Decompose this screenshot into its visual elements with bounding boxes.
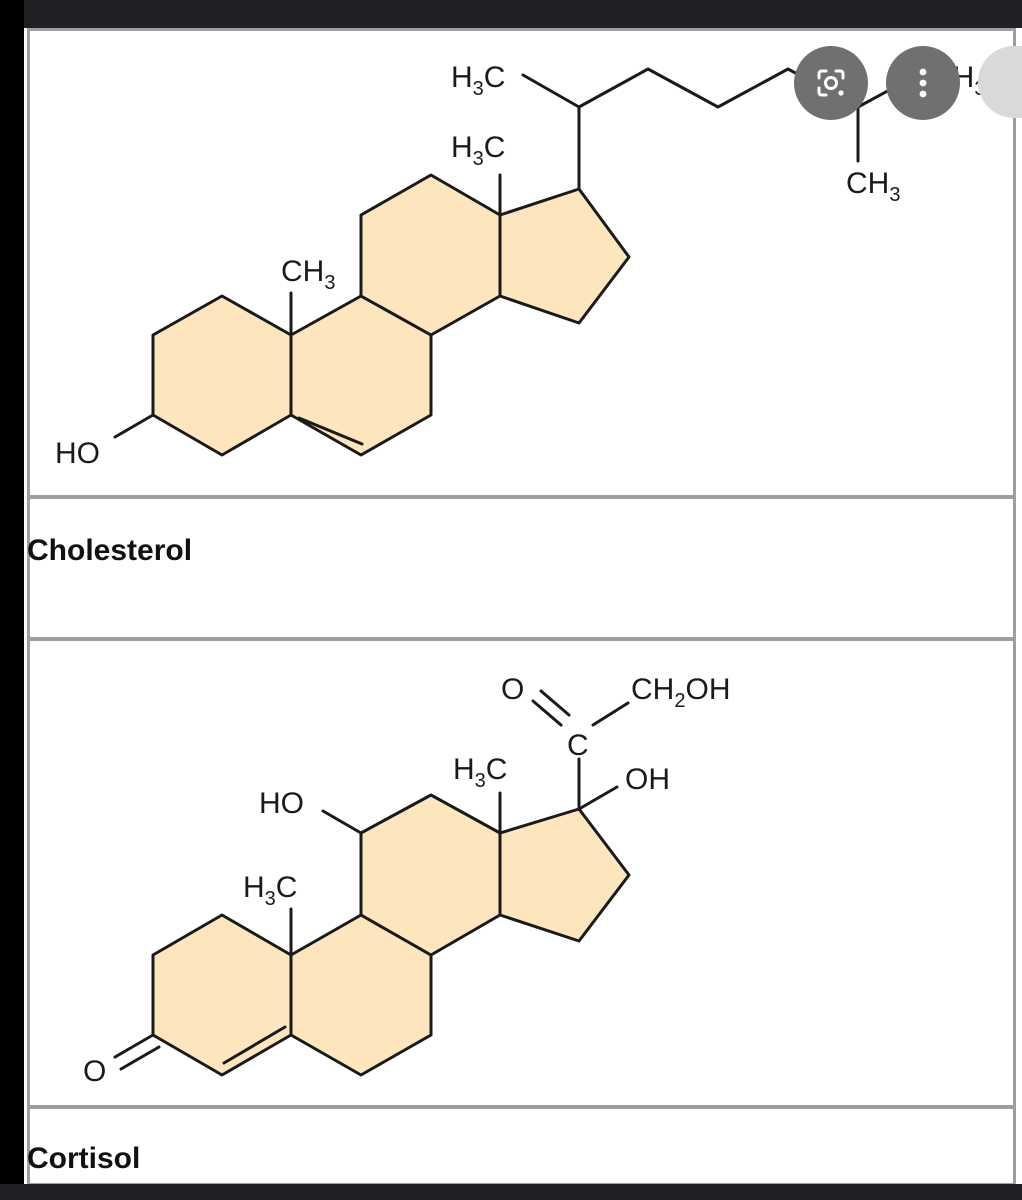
ch2oh-label: CH2OH xyxy=(631,673,730,712)
cholesterol-caption: Cholesterol xyxy=(27,534,193,567)
h3c-c13-label: H3C xyxy=(453,753,507,792)
svg-text:CH2OH: CH2OH xyxy=(631,673,730,712)
top-bar xyxy=(0,0,1022,28)
cortisol-structure: O C CH2OH OH H3C HO H3C O xyxy=(83,673,730,1088)
svg-text:H3C: H3C xyxy=(453,753,507,792)
svg-text:O: O xyxy=(501,673,524,706)
carbonyl-c-label: C xyxy=(567,729,589,762)
left-edge xyxy=(0,0,24,1200)
svg-text:HO: HO xyxy=(55,437,100,470)
bottom-bar xyxy=(0,1184,1022,1200)
ch3-c10-label: CH3 xyxy=(281,255,335,294)
ketone-o-label: O xyxy=(501,673,524,706)
h3c-side-label: H3C xyxy=(451,61,505,100)
hydroxyl-label: HO xyxy=(259,787,304,820)
cortisol-caption: Cortisol xyxy=(27,1142,141,1175)
svg-text:H3C: H3C xyxy=(243,871,297,910)
svg-text:H3C: H3C xyxy=(451,61,505,100)
google-lens-button[interactable] xyxy=(794,46,868,120)
oh-label: OH xyxy=(625,763,670,796)
ring-o-label: O xyxy=(83,1055,106,1088)
svg-text:OH: OH xyxy=(625,763,670,796)
svg-text:CH3: CH3 xyxy=(846,167,900,206)
google-lens-icon xyxy=(817,69,845,97)
cholesterol-caption-box xyxy=(27,496,1016,640)
cortisol-caption-box xyxy=(27,1106,1016,1186)
svg-text:HO: HO xyxy=(259,787,304,820)
svg-text:CH3: CH3 xyxy=(281,255,335,294)
svg-text:C: C xyxy=(567,729,589,762)
hydroxyl-label: HO xyxy=(55,437,100,470)
ring-a xyxy=(151,294,293,457)
h3c-c13-label: H3C xyxy=(451,131,505,170)
cholesterol-structure: H3C H3C CH3 CH3 CH3 HO xyxy=(55,61,985,470)
cortisol-structure-panel: O C CH2OH OH H3C HO H3C O xyxy=(27,638,1016,1108)
svg-text:O: O xyxy=(83,1055,106,1088)
double-bond xyxy=(297,416,364,446)
double-bond xyxy=(222,1025,287,1065)
ring-d xyxy=(498,187,631,325)
more-options-button[interactable] xyxy=(886,46,960,120)
h3c-c10-label: H3C xyxy=(243,871,297,910)
more-vertical-icon xyxy=(919,68,927,98)
svg-text:H3C: H3C xyxy=(451,131,505,170)
ring-a xyxy=(151,913,293,1077)
ring-d xyxy=(498,807,631,943)
cholesterol-structure-panel: H3C H3C CH3 CH3 CH3 HO xyxy=(27,28,1016,498)
ch3-branch-label: CH3 xyxy=(846,167,900,206)
